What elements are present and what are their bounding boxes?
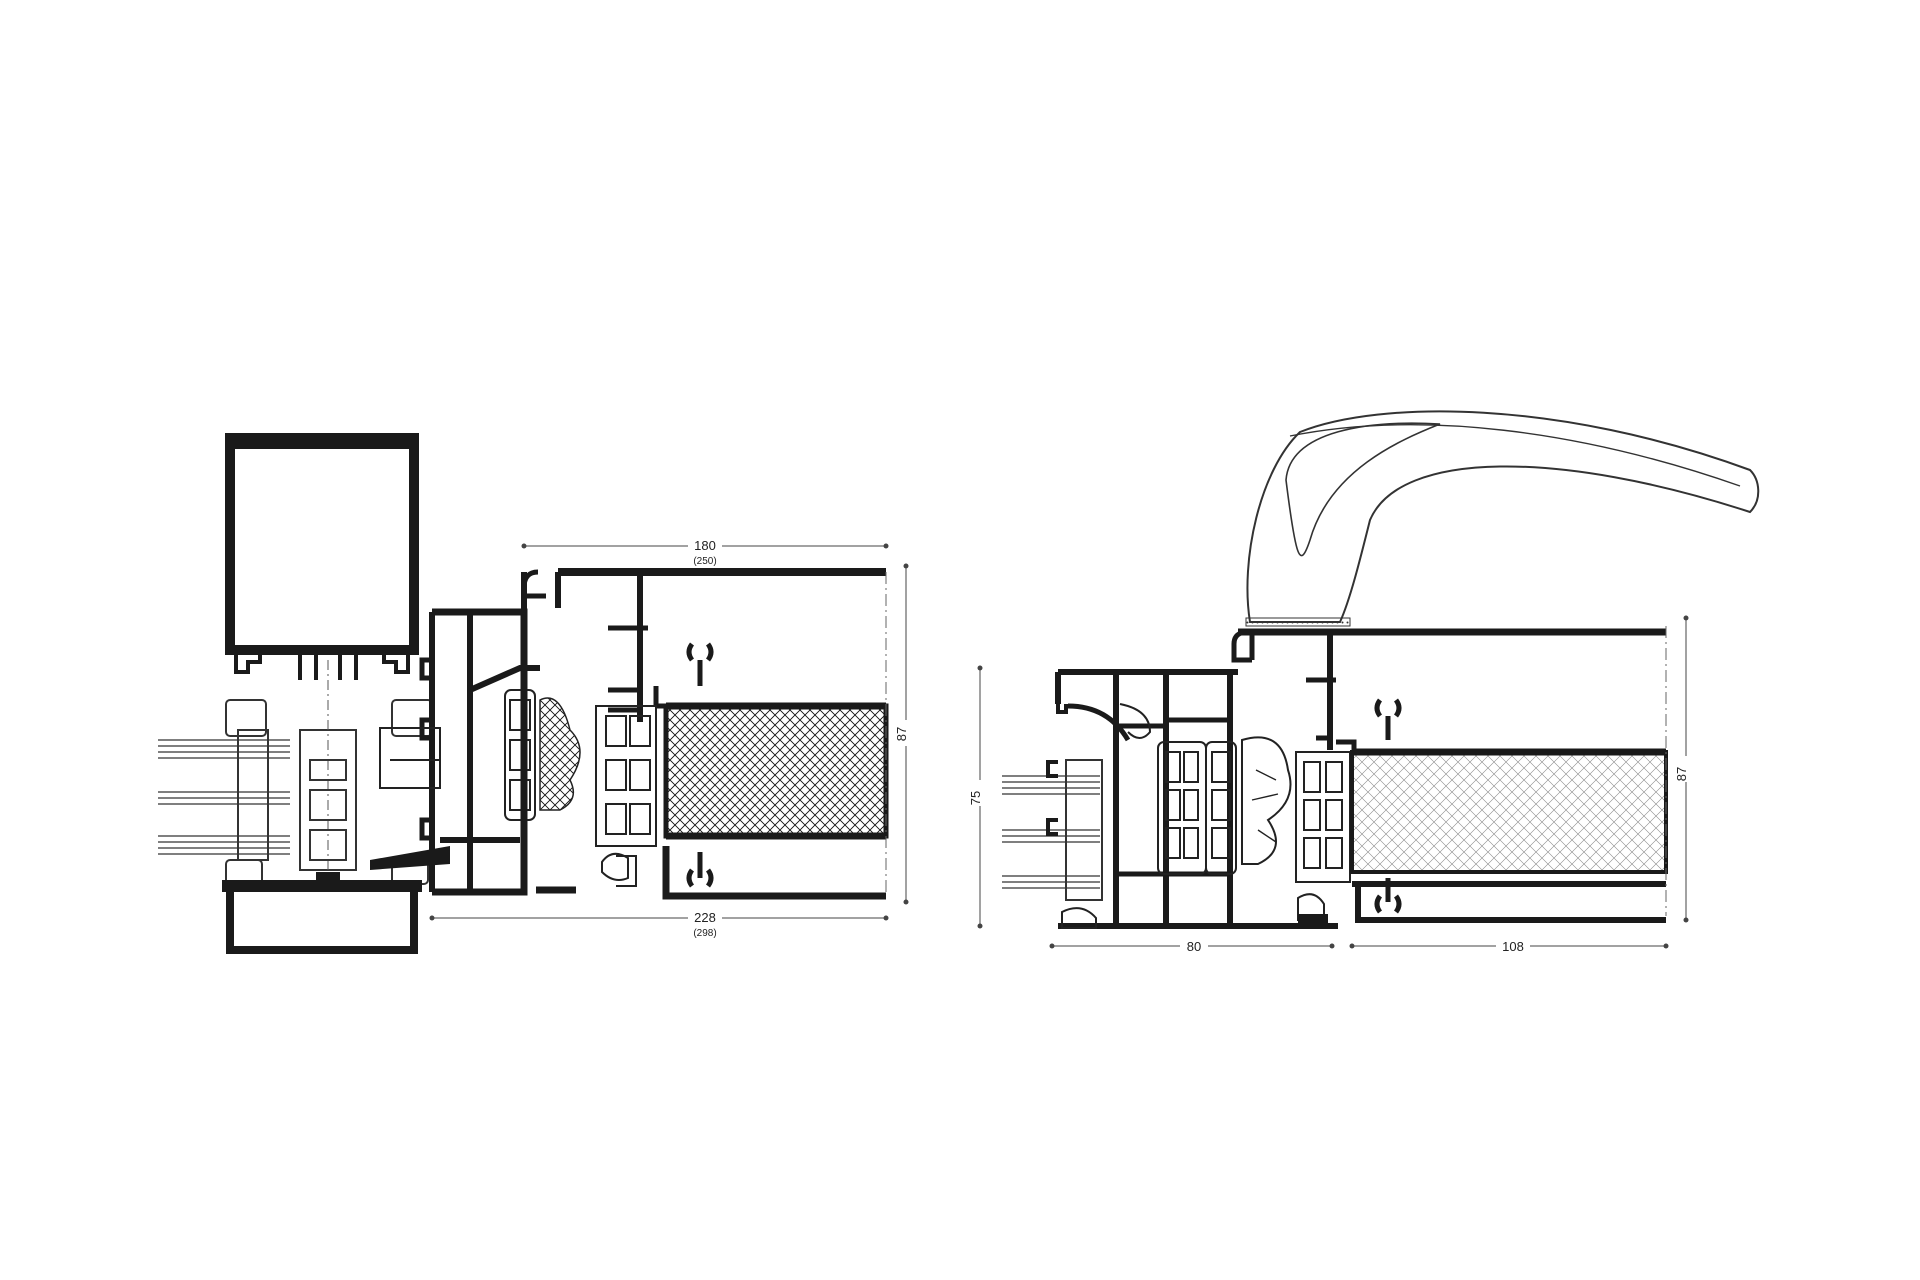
dim-298-label: (298) — [693, 928, 716, 939]
dim-87-left-label: 87 — [894, 727, 909, 741]
glazing-unit-left — [158, 729, 290, 861]
frame-profile-right — [1046, 669, 1338, 929]
dim-228-label: 228 — [694, 910, 716, 925]
dim-108-label: 108 — [1502, 939, 1524, 954]
door-handle — [1245, 410, 1760, 627]
leaf-profile-right — [1231, 628, 1668, 924]
dim-75-label: 75 — [968, 791, 983, 805]
left-section: 180 (250) 228 (298) 87 — [158, 433, 914, 954]
dim-180-label: 180 — [694, 538, 716, 553]
dim-250-label: (250) — [693, 556, 716, 567]
glazing-unit-right — [1002, 759, 1103, 901]
dimension-lines-left — [429, 536, 914, 924]
dim-80-label: 80 — [1187, 939, 1201, 954]
mullion-profile — [222, 433, 433, 954]
frame-profile-left — [370, 608, 581, 896]
right-section: 75 87 80 108 — [968, 410, 1760, 954]
dim-87-right-label: 87 — [1674, 767, 1689, 781]
leaf-profile-left — [521, 568, 889, 900]
dimension-lines-right — [972, 615, 1694, 954]
